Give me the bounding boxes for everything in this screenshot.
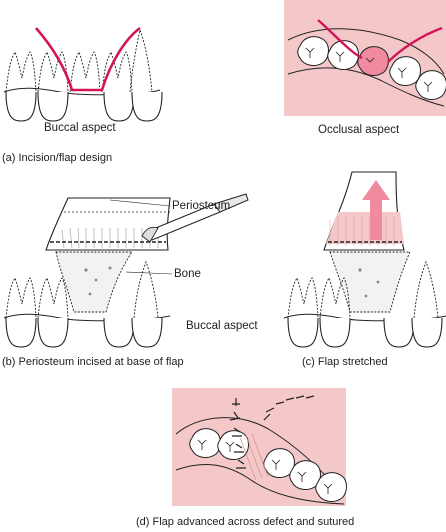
panel-a-caption: (a) Incision/flap design [2,152,113,164]
panel-b-drawing [3,193,249,348]
panel-d-drawing [172,388,347,506]
panel-c-caption: (c) Flap stretched [302,356,388,368]
periosteum-label: Periosteum [172,200,231,212]
panel-a-occlusal-label: Occlusal aspect [318,124,400,136]
panel-b-buccal-label: Buccal aspect [186,320,258,332]
bone-label: Bone [174,268,201,280]
panel-a-buccal-label: Buccal aspect [44,122,116,134]
panel-c-drawing [283,171,446,348]
panel-a-buccal-drawing [3,26,163,122]
panel-b-caption: (b) Periosteum incised at base of flap [2,356,184,368]
panel-d-caption: (d) Flap advanced across defect and sutu… [136,516,355,528]
panel-a-occlusal-drawing [284,0,446,116]
